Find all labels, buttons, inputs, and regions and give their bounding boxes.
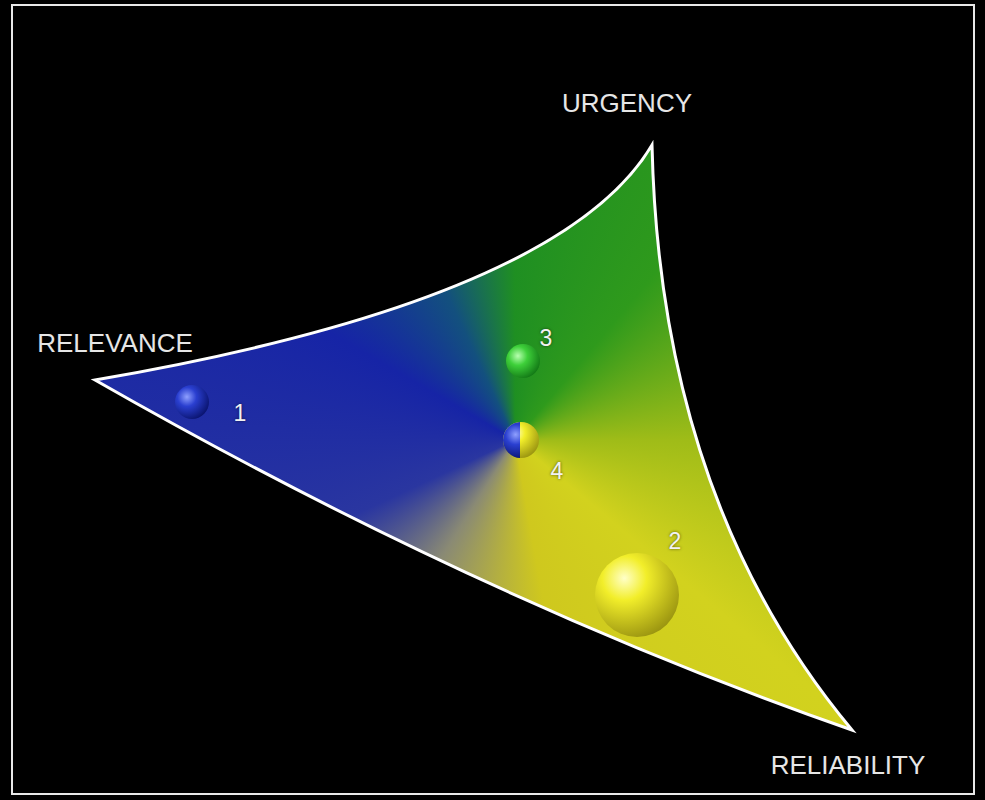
callout-number: 1 <box>234 400 247 427</box>
sphere <box>595 553 679 637</box>
callout-number: 3 <box>540 325 553 352</box>
axis-label: RELEVANCE <box>37 328 193 359</box>
sphere <box>506 344 540 378</box>
triangle-outline <box>95 145 852 730</box>
axis-label: URGENCY <box>562 88 692 119</box>
frame <box>12 5 974 794</box>
sphere <box>175 385 209 419</box>
callout-number: 4 <box>551 458 564 485</box>
sphere <box>503 422 539 458</box>
axis-label: RELIABILITY <box>771 750 926 781</box>
callout-number: 2 <box>669 528 682 555</box>
sphere-half <box>503 422 520 458</box>
